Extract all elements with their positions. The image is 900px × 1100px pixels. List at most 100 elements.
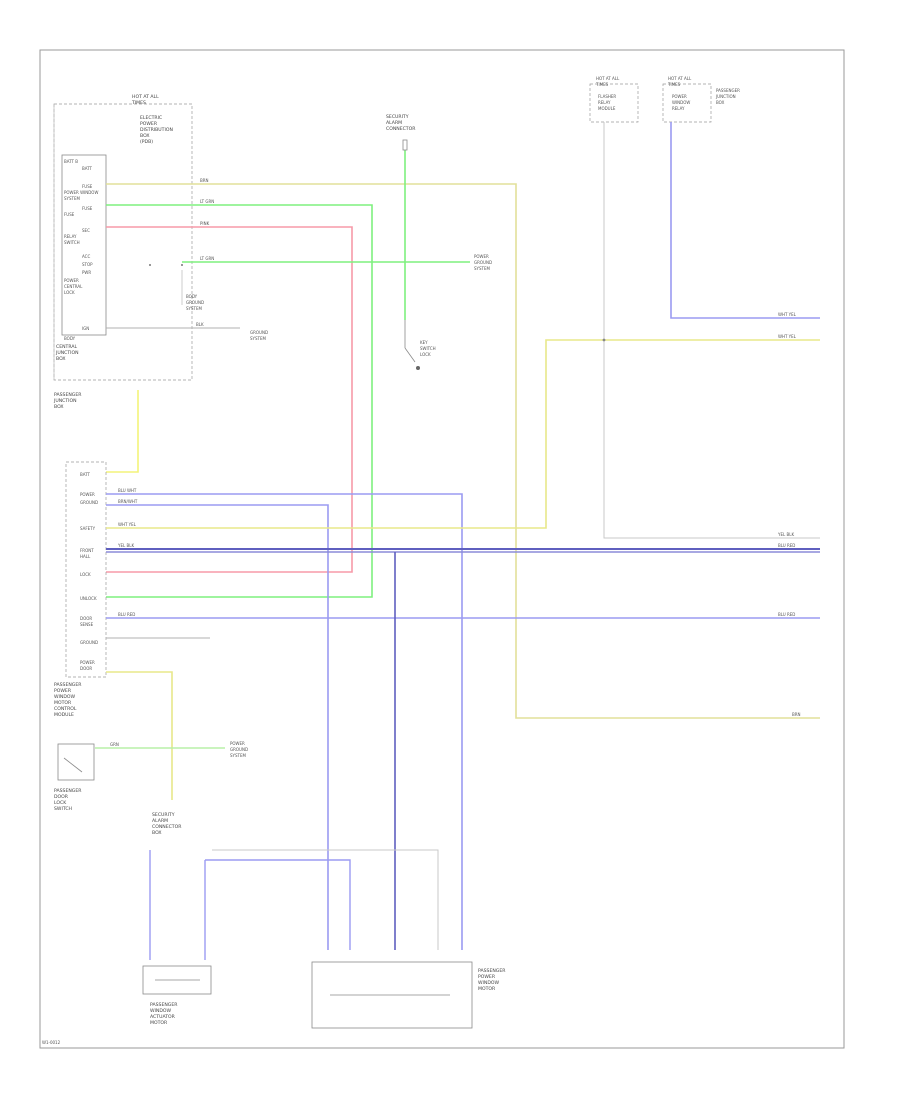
svg-text:WINDOW: WINDOW — [478, 980, 499, 986]
wire-label-3: PINK — [200, 221, 210, 226]
svg-text:SWITCH: SWITCH — [420, 346, 436, 351]
dist-bottom-2: JUNCTION — [55, 350, 79, 356]
wire-label-10: BLU RED — [118, 612, 135, 617]
wire-label-6: BLU WHT — [118, 488, 137, 493]
module-pin-6: HALL — [80, 554, 91, 559]
svg-text:KEY: KEY — [420, 340, 428, 345]
junction-label: PASSENGER JUNCTION BOX — [53, 392, 82, 410]
wire-label-5: BLK — [196, 322, 204, 327]
wire-lt-grn — [106, 204, 373, 598]
edge-label-1: WHT YEL — [778, 312, 797, 317]
wire-yellow-c — [106, 671, 173, 800]
dist-bottom-3: BOX — [56, 356, 66, 362]
dist-box-title-3: DISTRIBUTION — [140, 127, 173, 133]
svg-text:ALARM: ALARM — [152, 818, 168, 824]
module-pin-13: DOOR — [80, 666, 92, 671]
module-pin-10: SENSE — [80, 622, 94, 627]
dist-left-3: SYSTEM — [64, 196, 80, 201]
window-motor: PASSENGER POWER WINDOW MOTOR — [311, 961, 506, 1029]
svg-text:WINDOW: WINDOW — [150, 1008, 171, 1014]
module-pin-3: GROUND — [80, 500, 98, 505]
module-label-6: MODULE — [54, 712, 74, 718]
svg-text:BOX: BOX — [54, 404, 64, 410]
dist-box-title-1: ELECTRIC — [140, 115, 162, 121]
dist-left-7: POWER — [64, 278, 79, 283]
svg-text:DOOR: DOOR — [54, 794, 69, 800]
note-ground-1: GROUND — [250, 330, 268, 335]
dist-pin-5: ACC — [82, 254, 90, 259]
dist-pin-7: PWR — [82, 270, 91, 275]
wire-label-4: LT GRN — [200, 256, 214, 261]
svg-text:LOCK: LOCK — [54, 800, 67, 806]
module-pin-12: POWER — [80, 660, 95, 665]
module-label-4: MOTOR — [54, 700, 72, 706]
wire-yellow-b — [106, 339, 820, 529]
note-ground-b-2: GROUND — [230, 747, 248, 752]
dist-pin-6: STOP — [82, 262, 93, 267]
tr-left-label-1: FLASHER — [598, 94, 616, 99]
wire-label-11: GRN — [110, 742, 119, 747]
svg-text:MOTOR: MOTOR — [150, 1020, 168, 1026]
wire-actuator-b — [205, 859, 351, 950]
wire-blu-a — [106, 493, 463, 950]
svg-text:ALARM: ALARM — [386, 120, 402, 126]
dist-box-title-2: POWER — [140, 121, 158, 127]
dist-left-4: FUSE — [64, 212, 75, 217]
dist-pin-3: FUSE — [82, 206, 93, 211]
tr-left-label-2: RELAY — [598, 100, 611, 105]
wire-actuator-d — [212, 849, 439, 950]
note-ground-2: SYSTEM — [250, 336, 266, 341]
wire-yellow-link — [106, 390, 139, 473]
module-label-1: PASSENGER — [54, 682, 82, 688]
wire-brn — [106, 183, 820, 719]
security-connector: SECURITY ALARM CONNECTOR — [386, 114, 416, 151]
dist-box-header-1: HOT AT ALL — [132, 94, 159, 100]
tr-left-header-1: HOT AT ALL — [596, 76, 620, 81]
dist-left-6: SWITCH — [64, 240, 80, 245]
svg-text:MOTOR: MOTOR — [478, 986, 496, 992]
dist-pin-8: IGN — [82, 326, 89, 331]
svg-text:SECURITY: SECURITY — [152, 812, 175, 818]
wire-tr-blue — [670, 122, 820, 319]
edge-label-6: BRN — [792, 712, 801, 717]
pdb-ground-note-1: BODY — [186, 294, 198, 299]
dist-left-1: BATT B — [64, 159, 78, 164]
tr-right-header-2: TIMES — [667, 82, 681, 87]
wire-blu-b — [106, 504, 329, 950]
control-module: BATT POWER GROUND SAFETY FRONT HALL LOCK… — [54, 461, 107, 718]
bottom-connector: SECURITY ALARM CONNECTOR BOX — [152, 812, 182, 836]
wire-label-8: WHT YEL — [118, 522, 137, 527]
svg-text:CONNECTOR: CONNECTOR — [386, 126, 416, 132]
wire-label-2: LT GRN — [200, 199, 214, 204]
tr-right-label-1: POWER — [672, 94, 687, 99]
svg-text:POWER: POWER — [478, 974, 496, 980]
module-pin-9: DOOR — [80, 616, 92, 621]
tr-far-label-3: BOX — [716, 100, 725, 105]
dist-pin-1: BATT — [82, 166, 93, 171]
dist-left-9: LOCK — [64, 290, 75, 295]
edge-label-5: BLU RED — [778, 612, 795, 617]
key-lock-switch: KEY SWITCH LOCK — [404, 320, 436, 370]
tr-right-header-1: HOT AT ALL — [668, 76, 692, 81]
pdb-ground-note-2: GROUND — [186, 300, 204, 305]
dist-box-title-5: (PDB) — [140, 139, 153, 145]
module-pin-4: SAFETY — [80, 526, 96, 531]
dist-left-8: CENTRAL — [64, 284, 83, 289]
svg-text:PASSENGER: PASSENGER — [150, 1002, 178, 1008]
edge-label-4: BLU RED — [778, 543, 795, 548]
lock-actuator: PASSENGER WINDOW ACTUATOR MOTOR — [142, 965, 212, 1026]
svg-text:ACTUATOR: ACTUATOR — [150, 1014, 176, 1020]
edge-label-3: YEL BLK — [777, 532, 794, 537]
svg-text:JUNCTION: JUNCTION — [53, 398, 77, 404]
svg-text:CONNECTOR: CONNECTOR — [152, 824, 182, 830]
note-ground-b-1: POWER — [230, 741, 245, 746]
svg-text:SECURITY: SECURITY — [386, 114, 409, 120]
module-pin-11: GROUND — [80, 640, 98, 645]
wire-label-7: BRN/WHT — [118, 499, 138, 504]
module-label-5: CONTROL — [54, 706, 77, 712]
tr-left-header-2: TIMES — [595, 82, 609, 87]
edge-label-2: WHT YEL — [778, 334, 797, 339]
note-ground-a-1: POWER — [474, 254, 489, 259]
module-pin-7: LOCK — [80, 572, 91, 577]
